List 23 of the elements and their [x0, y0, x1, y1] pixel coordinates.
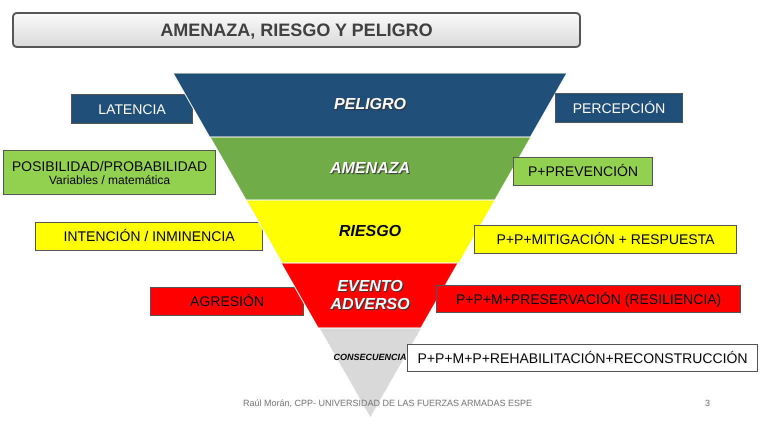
label-box: INTENCIÓN / INMINENCIA	[35, 222, 263, 251]
band-label: AMENAZA	[330, 160, 410, 178]
label-box: AGRESIÓN	[150, 287, 304, 316]
band-label: CONSECUENCIA	[333, 353, 406, 363]
funnel-band	[246, 200, 494, 263]
label-box: P+P+M+P+REHABILITACIÓN+RECONSTRUCCIÓN	[407, 344, 758, 372]
page-number: 3	[704, 398, 711, 408]
box-subtext: Variables / matemática	[48, 174, 170, 188]
title-banner: AMENAZA, RIESGO Y PELIGRO	[12, 12, 581, 48]
funnel-band	[173, 73, 567, 137]
footer-text: Raúl Morán, CPP- UNIVERSIDAD DE LAS FUERZAS ARMADAS ESPE	[242, 398, 534, 408]
label-box-background	[3, 150, 216, 195]
label-box: LATENCIA	[71, 94, 193, 124]
label-box: P+PREVENCIÓN	[513, 157, 653, 186]
funnel-band	[210, 137, 530, 200]
label-box: PERCEPCIÓN	[555, 93, 683, 123]
band-label: PELIGRO	[334, 96, 406, 114]
label-box: P+P+M+PRESERVACIÓN (RESILIENCIA)	[436, 285, 741, 313]
band-label: EVENTO ADVERSO	[329, 278, 411, 314]
band-label: RIESGO	[338, 222, 402, 240]
label-box: P+P+MITIGACIÓN + RESPUESTA	[474, 225, 737, 254]
funnel-band	[281, 263, 458, 328]
box-heading: POSIBILIDAD/PROBABILIDAD	[12, 158, 208, 174]
